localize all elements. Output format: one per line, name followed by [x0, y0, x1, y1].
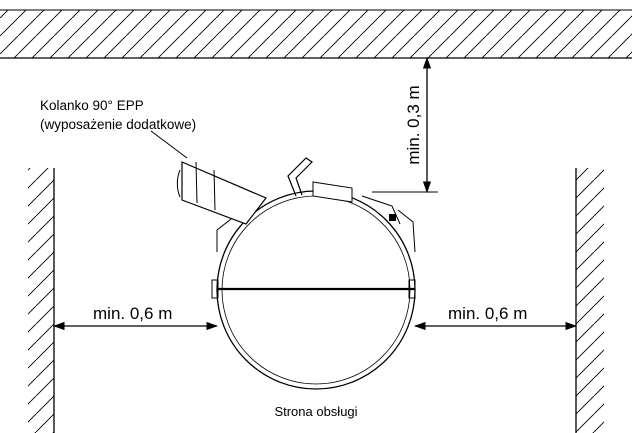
elbow-label-line2: (wyposażenie dodatkowe): [40, 117, 196, 132]
right-clearance-label: min. 0,6 m: [448, 304, 527, 323]
elbow-accessory: [176, 161, 267, 225]
ceiling: [0, 9, 632, 59]
elbow-label-line1: Kolanko 90° EPP: [40, 98, 144, 113]
elbow-leader-line: [150, 130, 188, 159]
hook-handle: [287, 157, 313, 197]
ceiling-clearance-label: min. 0,3 m: [404, 85, 423, 164]
left-wall: [28, 168, 55, 433]
right-wall: [575, 168, 604, 433]
dimension-lines: [52, 56, 578, 331]
service-side-label: Strona obsługi: [274, 404, 357, 419]
left-clearance-label: min. 0,6 m: [93, 304, 172, 323]
